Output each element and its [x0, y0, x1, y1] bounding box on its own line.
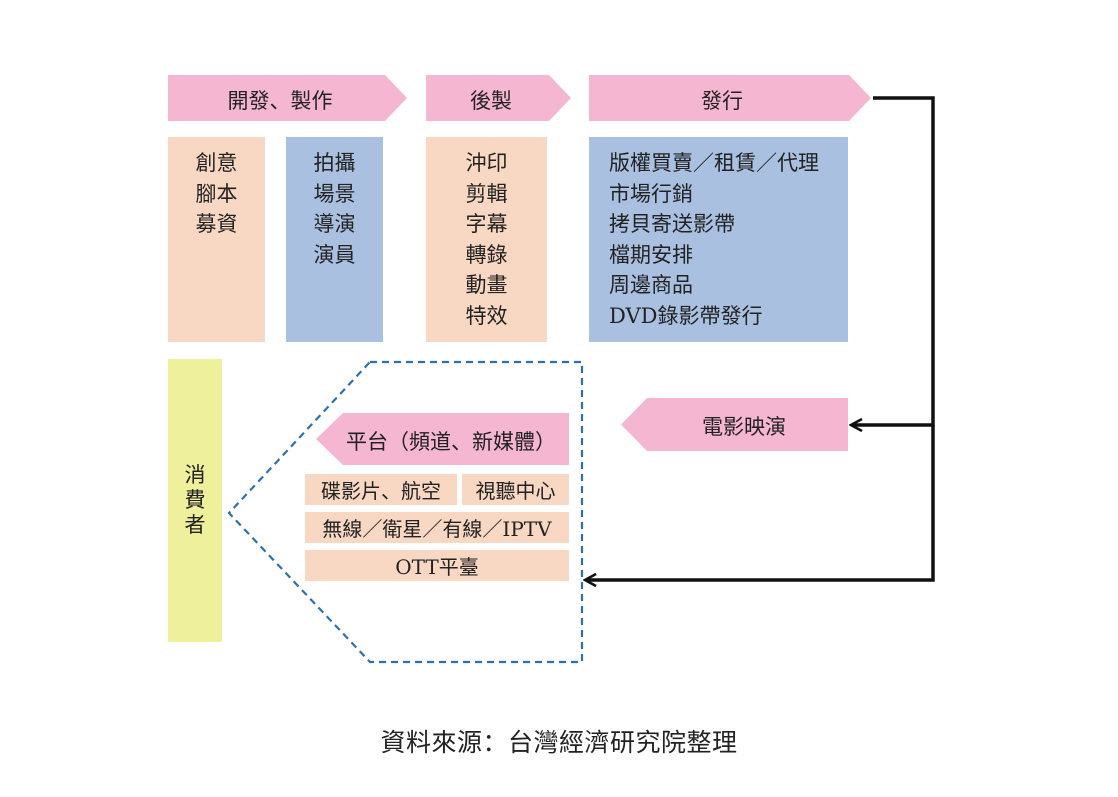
dist-activity: 版權買賣／租賃／代理	[609, 151, 819, 175]
dist-to-screening-connector	[852, 96, 935, 425]
platform-stage-label: 平台（頻道、新媒體）	[346, 430, 556, 454]
consumer-char: 者	[184, 513, 206, 537]
post-activities-box: 沖印 剪輯 字幕 轉錄 動畫 特效	[426, 137, 547, 342]
dist-activities-box: 版權買賣／租賃／代理 市場行銷 拷貝寄送影帶 檔期安排 周邊商品 DVD錄影帶發…	[589, 137, 848, 342]
dist-stage-label: 發行	[701, 89, 743, 113]
platform-cell-ott: OTT平臺	[305, 550, 569, 581]
platform-cell-broadcast: 無線／衛星／有線／IPTV	[305, 512, 569, 543]
post-activity: 動畫	[465, 273, 508, 297]
consumer-char: 費	[184, 488, 206, 512]
dev-stage-label: 開發、製作	[227, 89, 333, 113]
post-activity: 轉錄	[465, 242, 508, 267]
dist-stage-arrow	[589, 75, 871, 121]
dev-activity: 演員	[313, 242, 356, 267]
screening-stage-label: 電影映演	[702, 415, 786, 439]
dist-to-platform-connector	[586, 425, 935, 580]
dev-activity: 場景	[313, 181, 356, 206]
post-activity: 特效	[465, 303, 508, 328]
dist-activity: DVD錄影帶發行	[609, 303, 763, 328]
post-activity: 字幕	[465, 212, 508, 236]
source-caption: 資料來源：台灣經濟研究院整理	[380, 728, 738, 757]
dev-activity: 腳本	[195, 181, 238, 206]
dev-activities-box-1: 創意 腳本 募資	[168, 137, 265, 342]
dev-stage-arrow	[168, 75, 407, 121]
post-stage-arrow	[426, 75, 571, 121]
dev-activity: 創意	[195, 151, 238, 175]
dev-activity: 募資	[195, 212, 238, 236]
platform-dashed-outline	[227, 360, 584, 664]
dev-activity: 拍攝	[313, 151, 356, 175]
dev-activity: 導演	[313, 212, 356, 236]
dist-activity: 市場行銷	[609, 181, 693, 206]
post-stage-label: 後製	[470, 89, 512, 113]
dev-activities-box-2: 拍攝 場景 導演 演員	[286, 137, 383, 342]
consumer-char: 消	[184, 463, 206, 487]
platform-cell-disc: 碟影片、航空	[305, 474, 457, 505]
dist-activity: 拷貝寄送影帶	[609, 212, 735, 236]
platform-cell-av-center: 視聽中心	[462, 474, 569, 505]
screening-stage-arrow	[621, 398, 848, 451]
consumer-box: 消 費 者	[168, 359, 222, 642]
post-activity: 沖印	[465, 151, 508, 175]
platform-stage-arrow	[316, 413, 569, 465]
post-activity: 剪輯	[465, 181, 508, 206]
dist-activity: 檔期安排	[609, 242, 693, 267]
dist-activity: 周邊商品	[609, 273, 693, 297]
